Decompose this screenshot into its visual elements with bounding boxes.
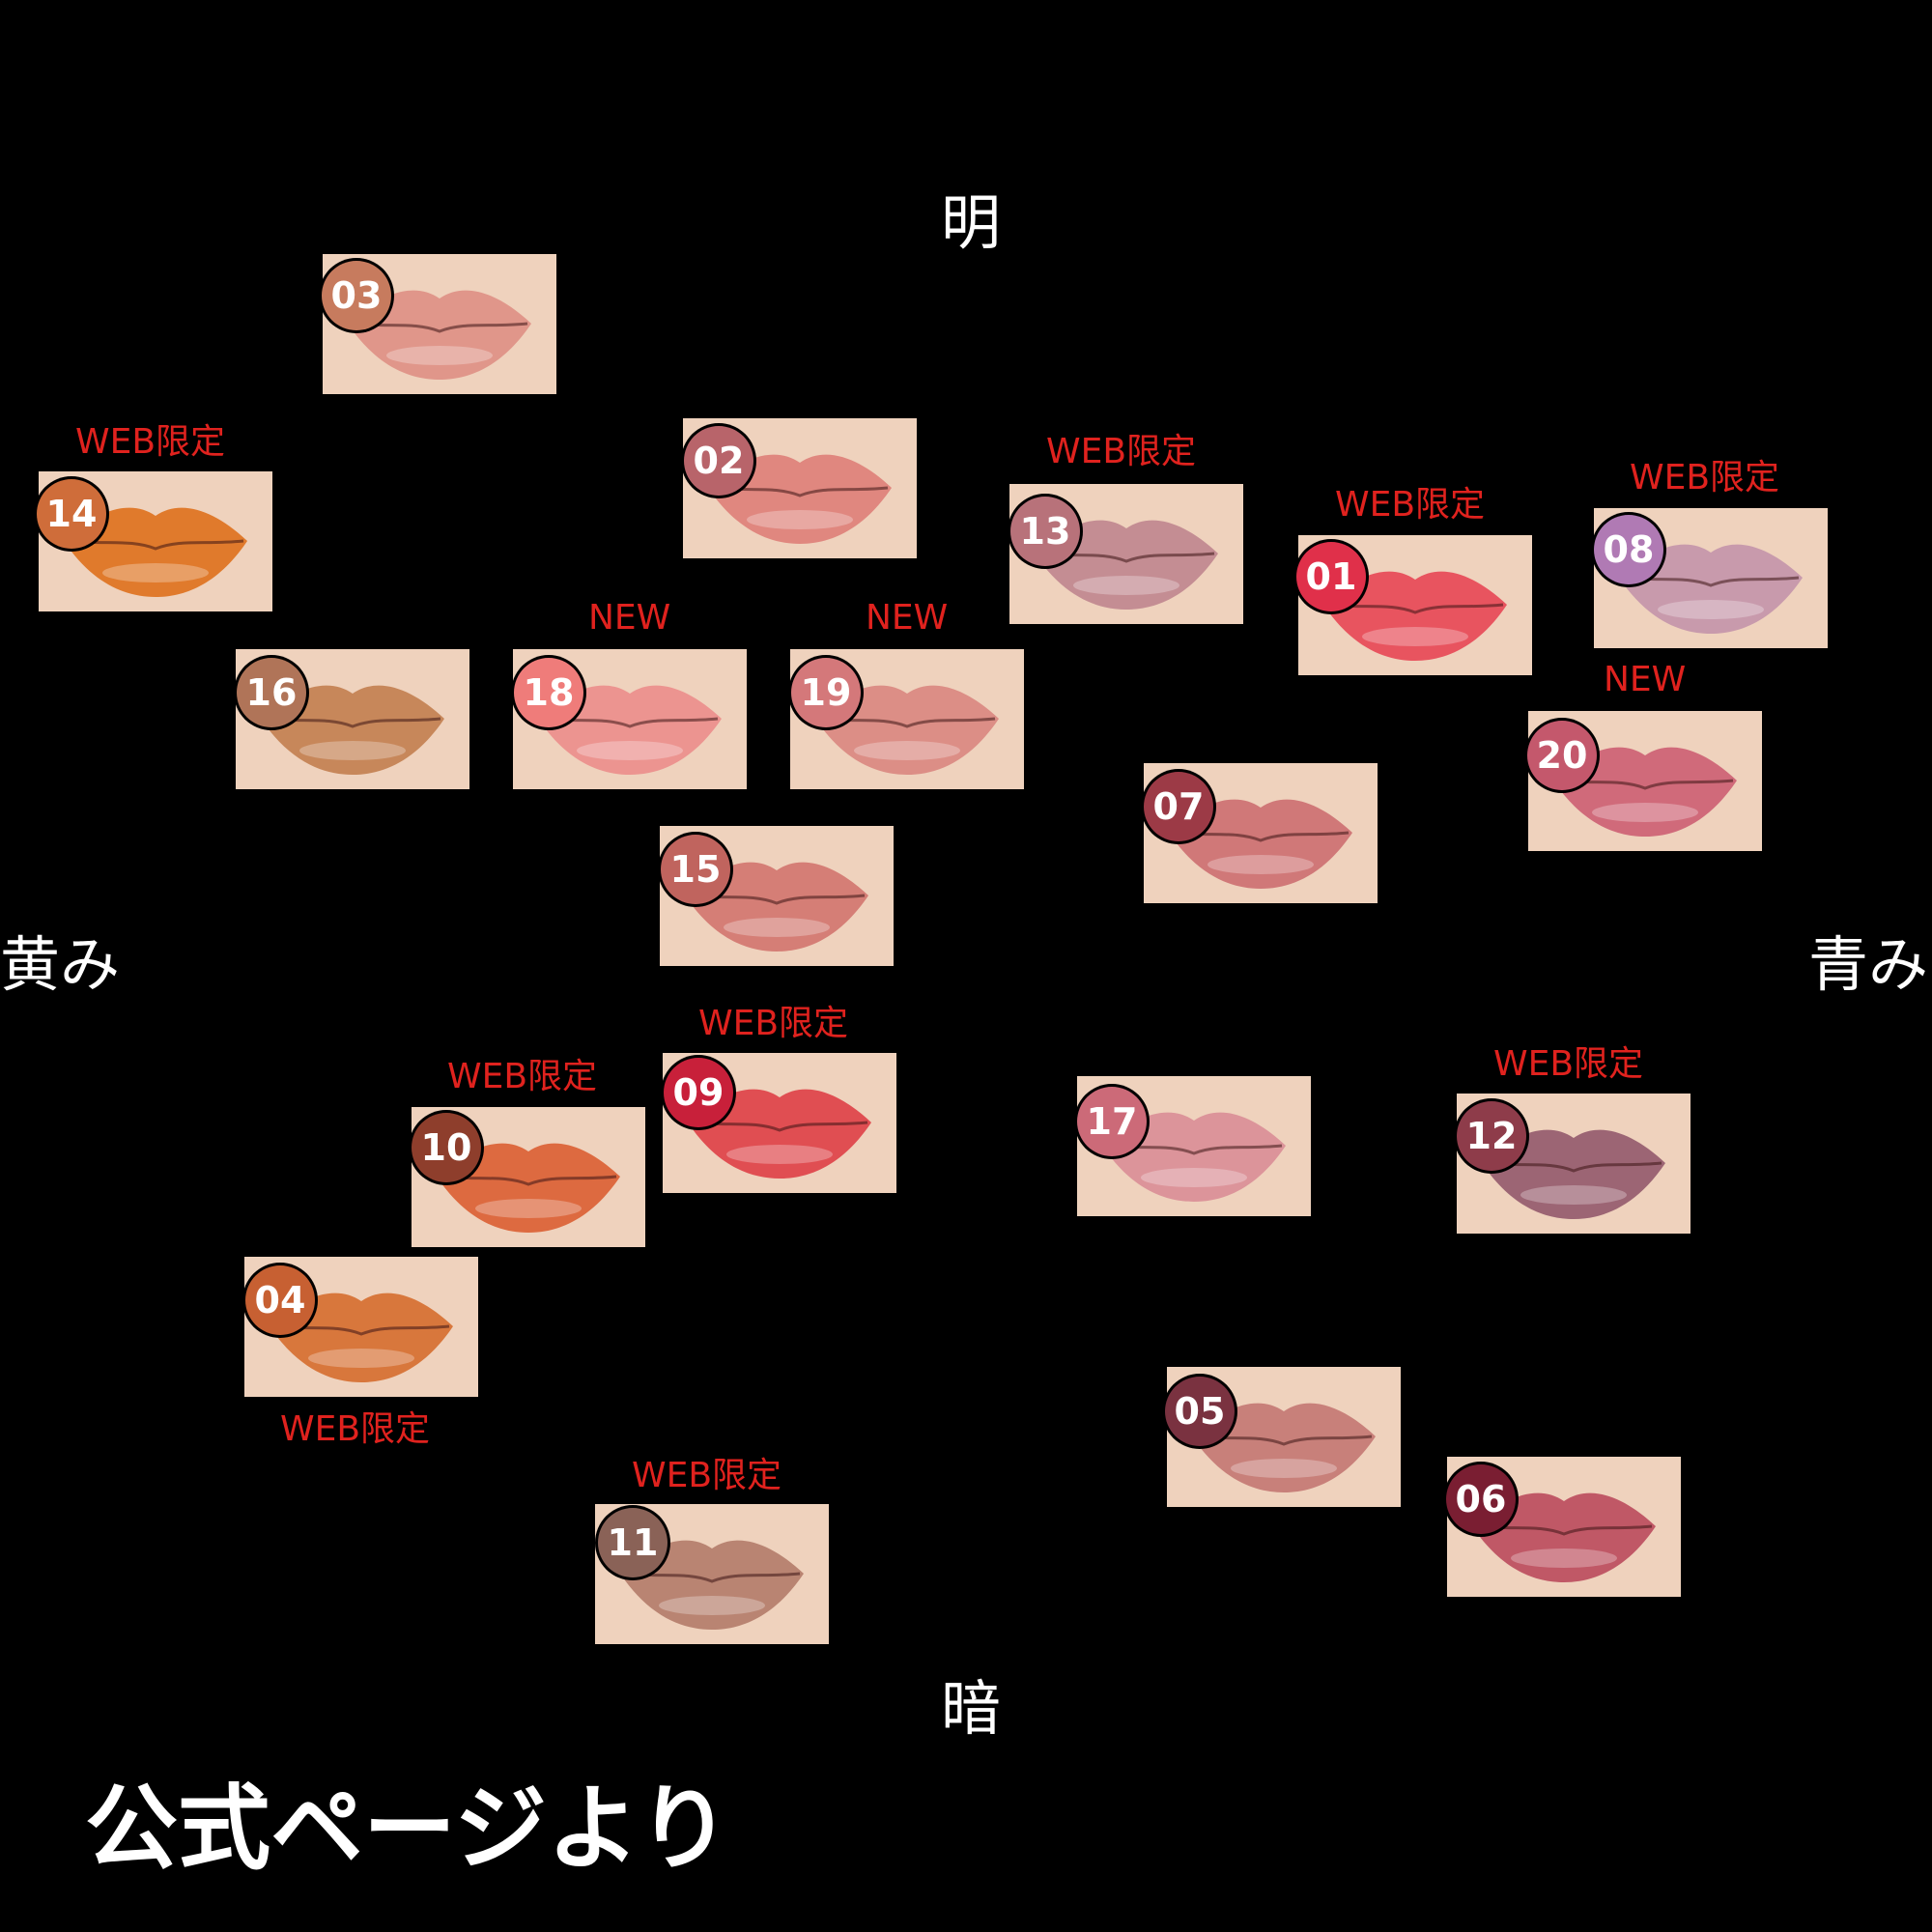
new-tag: NEW bbox=[866, 598, 949, 638]
shade-number-badge: 16 bbox=[237, 658, 306, 727]
web-limited-tag: WEB限定 bbox=[1493, 1044, 1644, 1084]
shade-number-badge: 19 bbox=[791, 658, 861, 727]
shade-number-badge: 04 bbox=[245, 1265, 315, 1335]
shade-number-badge: 14 bbox=[37, 479, 106, 549]
web-limited-tag: WEB限定 bbox=[1335, 485, 1486, 525]
shade-number-badge: 05 bbox=[1165, 1377, 1235, 1446]
axis-label-dark: 暗 bbox=[941, 1673, 1002, 1744]
shade-number-badge: 10 bbox=[412, 1113, 481, 1182]
shade-number-badge: 01 bbox=[1296, 542, 1366, 611]
shade-number-badge: 12 bbox=[1457, 1101, 1526, 1171]
web-limited-tag: WEB限定 bbox=[1630, 458, 1780, 497]
axis-label-bluish: 青み bbox=[1808, 929, 1929, 1000]
axis-label-yellowish: 黄み bbox=[0, 929, 121, 1000]
shade-number-badge: 06 bbox=[1446, 1464, 1516, 1534]
web-limited-tag: WEB限定 bbox=[280, 1409, 431, 1449]
new-tag: NEW bbox=[1604, 660, 1687, 699]
footer-note: 公式ページより bbox=[85, 1775, 731, 1883]
axis-label-bright: 明 bbox=[941, 187, 1002, 258]
shade-number-badge: 20 bbox=[1527, 721, 1597, 790]
shade-number-badge: 17 bbox=[1077, 1087, 1147, 1156]
web-limited-tag: WEB限定 bbox=[632, 1456, 782, 1495]
shade-number-badge: 08 bbox=[1594, 515, 1663, 584]
shade-number-badge: 18 bbox=[514, 658, 583, 727]
new-tag: NEW bbox=[588, 598, 671, 638]
shade-number-badge: 07 bbox=[1144, 772, 1213, 841]
shade-number-badge: 02 bbox=[684, 426, 753, 496]
shade-number-badge: 03 bbox=[322, 261, 391, 330]
shade-number-badge: 13 bbox=[1010, 497, 1080, 566]
shade-number-badge: 09 bbox=[664, 1058, 733, 1127]
web-limited-tag: WEB限定 bbox=[1046, 432, 1197, 471]
web-limited-tag: WEB限定 bbox=[447, 1057, 598, 1096]
shade-number-badge: 11 bbox=[598, 1508, 668, 1577]
web-limited-tag: WEB限定 bbox=[698, 1004, 849, 1043]
web-limited-tag: WEB限定 bbox=[75, 422, 226, 462]
shade-number-badge: 15 bbox=[661, 835, 730, 904]
